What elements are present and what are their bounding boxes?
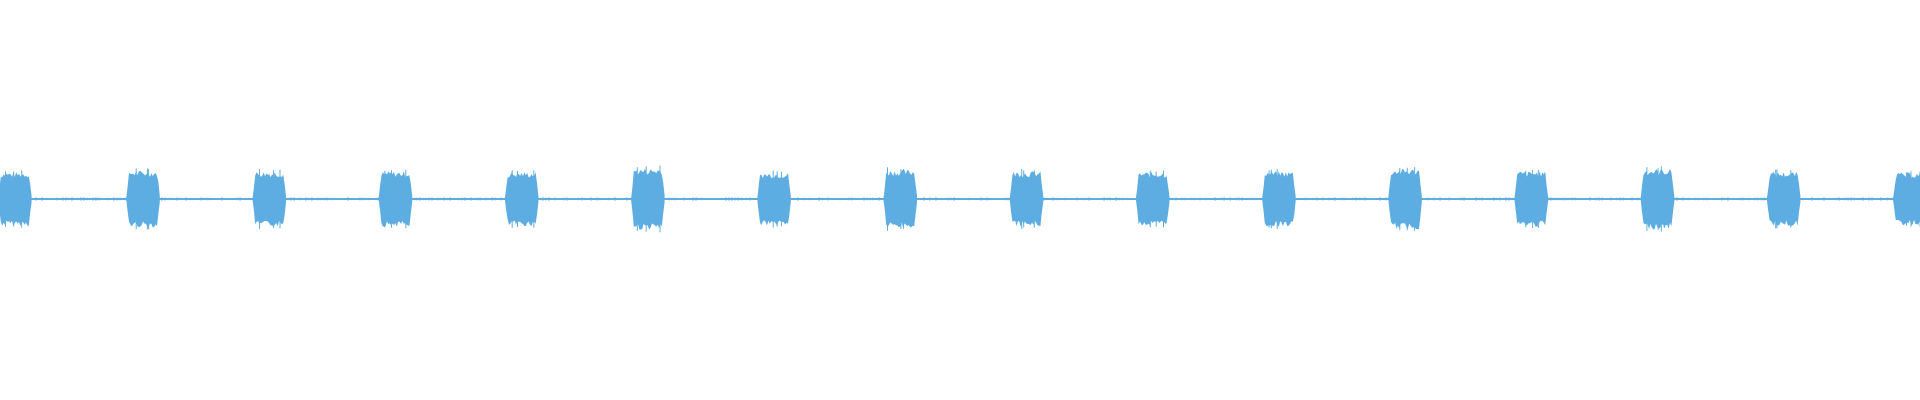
waveform-burst-2 — [126, 170, 160, 228]
waveform-burst-10 — [1135, 171, 1170, 226]
waveform-burst-4 — [378, 171, 413, 227]
waveform-burst-15 — [1766, 171, 1801, 226]
waveform-burst-5 — [504, 172, 539, 227]
waveform-burst-6 — [631, 168, 665, 230]
waveform-burst-1 — [0, 172, 32, 227]
waveform-burst-11 — [1262, 171, 1296, 227]
waveform-burst-9 — [1009, 171, 1044, 227]
waveform-burst-3 — [252, 172, 286, 227]
waveform-burst-7 — [757, 173, 791, 226]
waveform-burst-8 — [883, 169, 917, 228]
waveform-burst-13 — [1514, 171, 1548, 227]
waveform-burst-12 — [1388, 168, 1422, 230]
waveform-bursts — [0, 165, 1920, 233]
waveform-burst-14 — [1640, 168, 1675, 230]
